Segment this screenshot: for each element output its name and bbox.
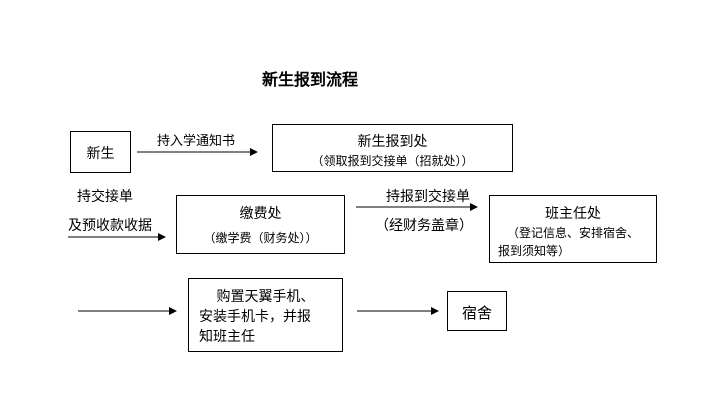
node-phone-card-line1: 购置天翼手机、 (216, 289, 315, 305)
edge-label-handover-line1: 持交接单 (77, 189, 133, 205)
node-phone-card-line2: 安装手机卡，并报 (199, 309, 311, 325)
diagram-title: 新生报到流程 (262, 70, 359, 89)
node-new-student-label: 新生 (86, 146, 115, 162)
node-class-teacher: 班主任处 （登记信息、安排宿舍、 报到须知等） (489, 195, 657, 263)
edge-label-with-report-sheet: 持报到交接单 (386, 189, 470, 205)
edge-label-finance-stamp: （经财务盖章） (375, 218, 473, 234)
edge-label-admission-notice: 持入学通知书 (157, 134, 236, 149)
node-payment-office-sub: （缴学费（财务处）） (203, 231, 318, 245)
node-class-teacher-sub-line2: 报到须知等） (498, 244, 571, 258)
node-payment-office: 缴费处 （缴学费（财务处）） (176, 195, 345, 254)
node-payment-office-label: 缴费处 (239, 206, 282, 222)
node-class-teacher-label: 班主任处 (545, 206, 601, 222)
node-phone-card-line3: 知班主任 (199, 329, 255, 345)
node-class-teacher-sub-line1: （登记信息、安排宿舍、 (506, 226, 639, 240)
node-dormitory-label: 宿舍 (461, 304, 492, 322)
edge-label-handover-line2: 及预收款收据 (68, 218, 152, 234)
node-registration-office-label: 新生报到处 (357, 134, 428, 150)
node-phone-card: 购置天翼手机、 安装手机卡，并报 知班主任 (188, 278, 343, 352)
node-dormitory: 宿舍 (447, 291, 507, 331)
node-new-student: 新生 (70, 131, 131, 173)
node-registration-office-sub: （领取报到交接单（招就处）） (311, 154, 474, 168)
node-registration-office: 新生报到处 （领取报到交接单（招就处）） (272, 124, 513, 172)
